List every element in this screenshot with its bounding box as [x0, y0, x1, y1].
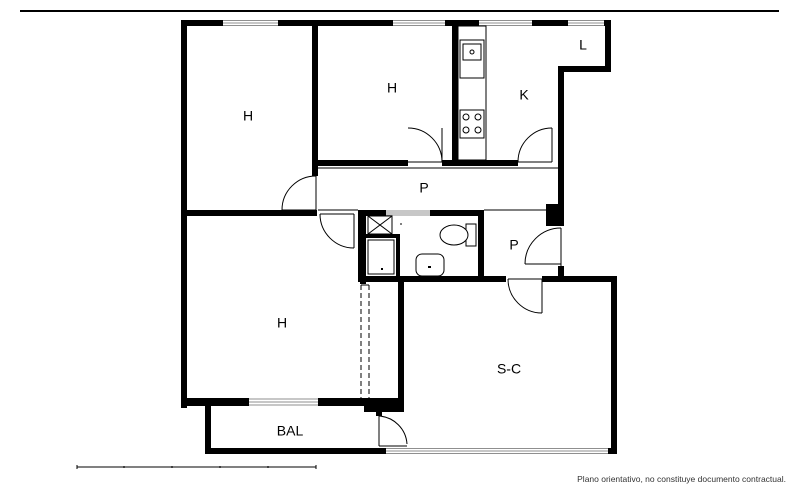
window-bedroom-1	[223, 20, 278, 26]
window-bedroom-2	[393, 20, 445, 26]
room-label-bedroom-2: H	[387, 80, 397, 96]
door-balcony	[378, 415, 408, 447]
thin-lines	[318, 167, 558, 398]
disclaimer-text: Plano orientativo, no constituye documen…	[577, 474, 786, 484]
room-label-bedroom-1: H	[243, 108, 253, 124]
door-bedroom-2	[407, 127, 443, 163]
door-entrance	[524, 227, 562, 266]
walls	[181, 20, 617, 454]
kitchen-hob	[459, 109, 485, 139]
doors	[281, 127, 562, 447]
room-label-kitchen: K	[519, 87, 529, 103]
door-bedroom-3	[319, 213, 355, 249]
door-kitchen	[517, 127, 553, 163]
room-label-balcony: BAL	[277, 423, 304, 439]
room-label-bedroom-3: H	[277, 315, 287, 331]
toilet-bowl	[439, 224, 469, 246]
window-laundry	[568, 20, 604, 26]
scale-bar	[76, 465, 317, 469]
room-label-living-dining: S-C	[497, 361, 521, 377]
sink-drain	[469, 49, 475, 55]
top-border-line	[20, 10, 779, 12]
window-bedroom-3	[249, 398, 318, 406]
door-living	[507, 278, 543, 314]
window-kitchen	[479, 20, 532, 26]
room-labels: H H K L P P H S-C BAL	[243, 37, 587, 439]
window-living	[386, 448, 608, 454]
room-label-hallway-1: P	[419, 180, 428, 196]
room-label-laundry: L	[579, 37, 587, 53]
windows	[223, 20, 608, 454]
kitchen-fixtures	[457, 25, 487, 161]
washbasin	[415, 253, 445, 277]
bathroom-fixtures	[367, 215, 477, 277]
door-bedroom-1	[281, 175, 317, 211]
window-bathroom	[386, 210, 430, 216]
room-label-hallway-2: P	[509, 237, 518, 253]
